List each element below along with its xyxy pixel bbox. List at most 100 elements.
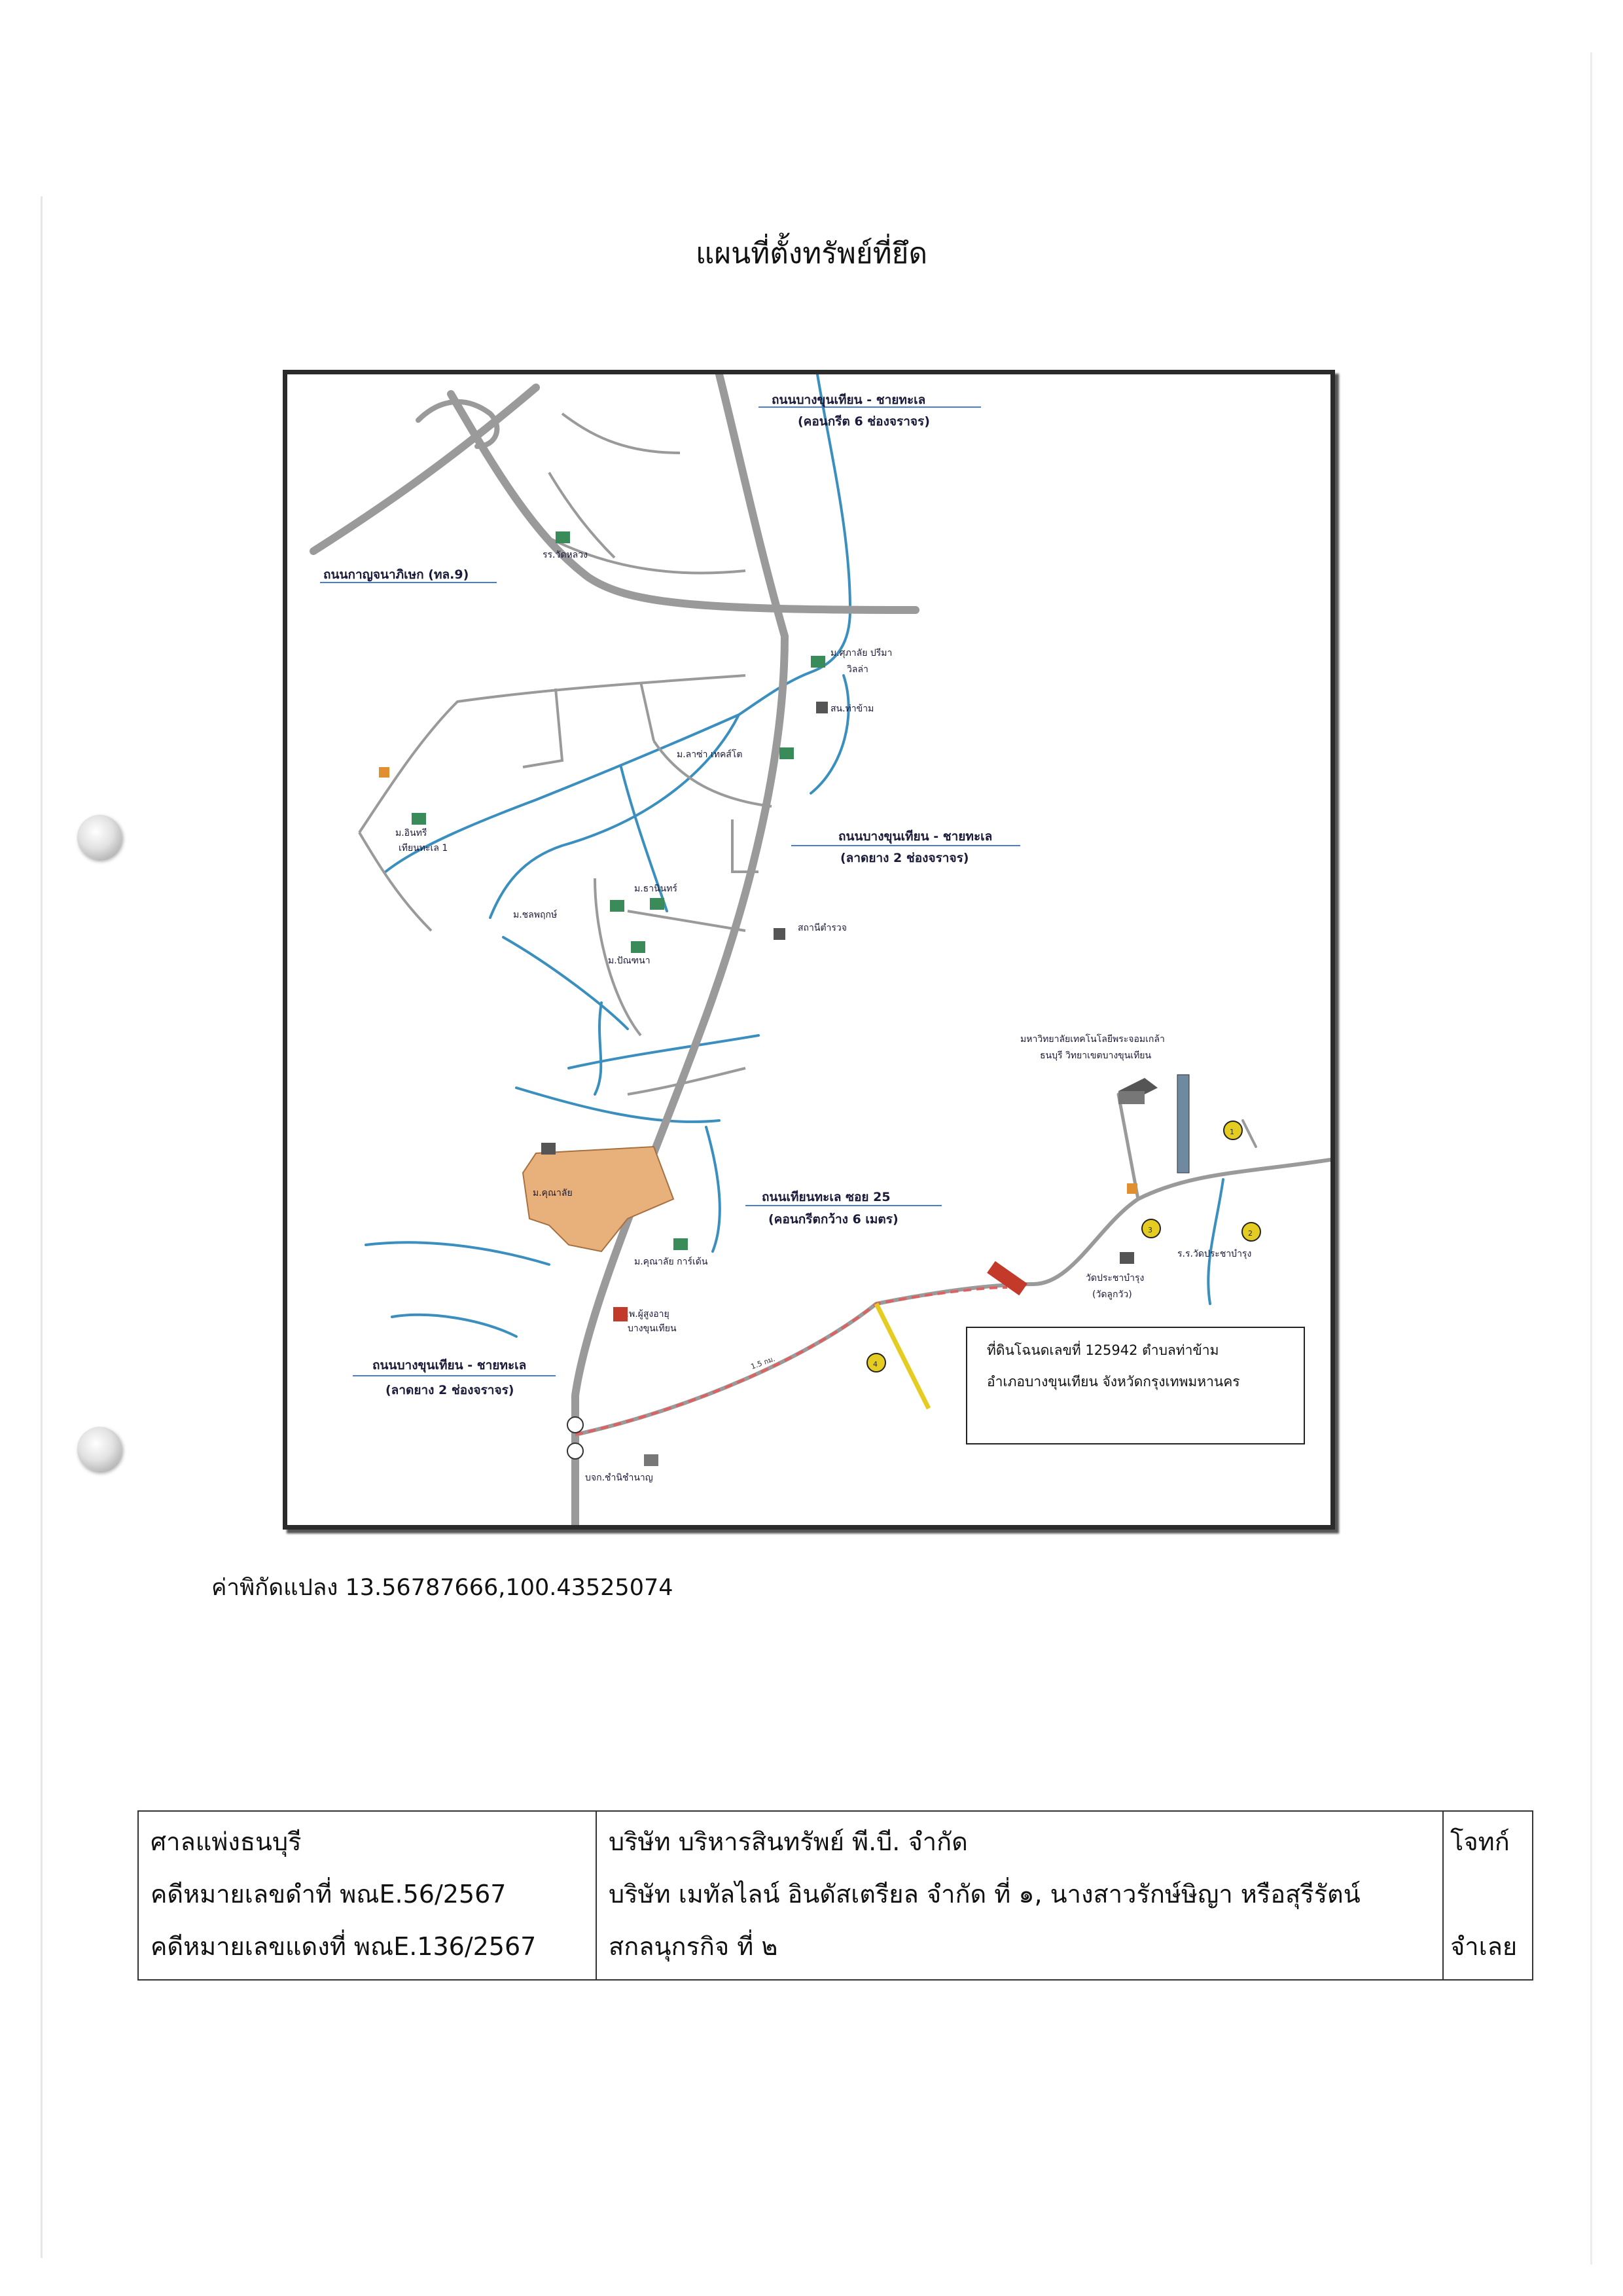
- waterways: [365, 374, 1224, 1338]
- court-name: ศาลแพ่งธนบุรี: [151, 1827, 302, 1856]
- label-road-soi25-type: (คอนกรีตกว้าง 6 เมตร): [768, 1212, 899, 1227]
- canal-branch-4: [502, 936, 629, 1030]
- location-map: 1.5 กม. ถนนบางขุนเทียน - ชายทะเล (คอนกรี…: [283, 370, 1335, 1530]
- label-thanin: ม.ธานินทร์: [634, 883, 677, 894]
- temple-icon: [1120, 1252, 1134, 1264]
- canal-branch-1: [489, 713, 740, 919]
- defendant-line-1: บริษัท เมทัลไลน์ อินดัสเตรียล จำกัด ที่ …: [609, 1880, 1361, 1909]
- marker-4: [866, 1353, 886, 1372]
- label-panthana: ม.ปัณฑนา: [608, 956, 651, 966]
- river-main: [384, 374, 852, 873]
- canal-east: [1207, 1178, 1224, 1305]
- marker-3: [1141, 1219, 1161, 1238]
- government-icon: [816, 702, 828, 713]
- road-soi-9: [627, 1067, 746, 1096]
- svg-text:1: 1: [1230, 1128, 1234, 1136]
- canal-branch-6: [567, 1034, 760, 1069]
- property-location-marker: [987, 1261, 1027, 1296]
- property-info-line2: อำเภอบางขุนเทียน จังหวัดกรุงเทพมหานคร: [987, 1374, 1240, 1390]
- canal-branch-5: [594, 1001, 603, 1096]
- numbered-markers: 1 2 3 4: [866, 1121, 1261, 1372]
- canal-branch-10: [391, 1313, 518, 1338]
- kmutt-tower: [1177, 1074, 1190, 1174]
- road-soi-2: [358, 831, 433, 932]
- label-police-station: สน.ท่าข้าม: [830, 704, 874, 714]
- label-elderly-hospital-2: บางขุนเทียน: [628, 1323, 677, 1334]
- case-info-table: ศาลแพ่งธนบุรี คดีหมายเลขดำที่ พณE.56/256…: [137, 1810, 1533, 1981]
- parties-cell: บริษัท บริหารสินทรัพย์ พี.บี. จำกัด บริษ…: [596, 1810, 1444, 1981]
- marker-2: [1241, 1222, 1261, 1242]
- road-east-spur: [1241, 1119, 1257, 1148]
- canal-branch-9: [365, 1241, 550, 1266]
- label-kmutt-2: ธนบุรี วิทยาเขตบางขุนเทียน: [1040, 1050, 1152, 1061]
- label-institute: สถานีตำรวจ: [798, 923, 847, 933]
- store-icon: [1127, 1183, 1137, 1194]
- place-icons: [379, 531, 1137, 1466]
- road-kmutt-access: [1116, 1092, 1140, 1201]
- label-insee: ม.อินทรี: [395, 828, 427, 838]
- route-path: [575, 1286, 1008, 1436]
- hospital-icon: [613, 1307, 628, 1321]
- label-chamni: บจก.ชำนิชำนาญ: [585, 1473, 653, 1483]
- svg-text:4: 4: [873, 1360, 878, 1369]
- canal-branch-7: [515, 1086, 721, 1123]
- road-bangkhunthian-main: [571, 374, 789, 1525]
- housing-icon: [610, 900, 624, 912]
- housing-icon: [811, 656, 825, 668]
- school-icon: [556, 531, 570, 543]
- label-road-north: ถนนบางขุนเทียน - ชายทะเล: [772, 393, 925, 408]
- label-road-soi25: ถนนเทียนทะเล ซอย 25: [762, 1190, 891, 1204]
- kunalai-estate-area: [522, 1145, 675, 1253]
- label-school-wat: รร.วัดหลวง: [543, 550, 588, 560]
- punch-hole-bottom: [77, 1427, 122, 1471]
- housing-icon: [412, 813, 426, 825]
- label-supalai: ม.ศุภาลัย ปรีมา: [830, 648, 892, 658]
- property-info-line1: ที่ดินโฉนดเลขที่ 125942 ตำบลท่าข้าม: [987, 1342, 1219, 1358]
- label-wat-lukwua: (วัดลูกวัว): [1092, 1289, 1132, 1300]
- road-soi-10: [548, 471, 616, 559]
- road-kanchanaphisek-east: [447, 390, 919, 614]
- yellow-lane: [874, 1302, 931, 1410]
- housing-icon: [631, 941, 645, 953]
- minor-roads: [358, 412, 772, 1096]
- label-thianthale1: เทียนทะเล 1: [399, 843, 448, 853]
- marker-1: [1223, 1121, 1243, 1140]
- housing-icon: [650, 898, 664, 910]
- canal-branch-8: [705, 1126, 721, 1253]
- road-soi-1: [358, 674, 746, 834]
- property-info-box: ที่ดินโฉนดเลขที่ 125942 ตำบลท่าข้าม อำเภ…: [966, 1327, 1305, 1444]
- kmutt-building-icon: [1118, 1078, 1158, 1104]
- road-soi-7: [627, 910, 746, 932]
- defendant-line-2: สกลนุกรกิจ ที่ ๒: [609, 1932, 778, 1961]
- svg-text:3: 3: [1148, 1226, 1152, 1234]
- label-wat-pracha: วัดประชาบำรุง: [1086, 1273, 1144, 1283]
- label-road-south-type: (ลาดยาง 2 ช่องจราจร): [385, 1383, 514, 1397]
- court-case-cell: ศาลแพ่งธนบุรี คดีหมายเลขดำที่ พณE.56/256…: [137, 1810, 597, 1981]
- black-case-number: คดีหมายเลขดำที่ พณE.56/2567: [151, 1880, 507, 1909]
- road-route-markers: [567, 1416, 584, 1460]
- road-soi-12: [548, 537, 746, 575]
- canal-branch-2: [810, 674, 850, 795]
- roles-cell: โจทก์ จำเลย: [1442, 1810, 1533, 1981]
- housing-icon: [673, 1238, 688, 1250]
- label-wat-school: ร.ร.วัดประชาบำรุง: [1177, 1249, 1251, 1259]
- road-kanchanaphisek-west: [310, 384, 540, 555]
- road-labels: ถนนบางขุนเทียน - ชายทะเล (คอนกรีต 6 ช่อง…: [320, 393, 1020, 1397]
- red-case-number: คดีหมายเลขแดงที่ พณE.136/2567: [151, 1932, 537, 1961]
- road-soi-8: [594, 878, 642, 1037]
- road-soi-5: [652, 740, 772, 808]
- plaintiff-role: โจทก์: [1450, 1827, 1510, 1856]
- label-kmutt: มหาวิทยาลัยเทคโนโลยีพระจอมเกล้า: [1020, 1033, 1165, 1045]
- label-road-middle-type: (ลาดยาง 2 ช่องจราจร): [840, 851, 969, 865]
- svg-text:2: 2: [1248, 1229, 1253, 1238]
- canal-branch-3: [620, 766, 668, 912]
- label-chonphruek: ม.ชลพฤกษ์: [513, 909, 558, 920]
- label-kunalai: ม.คุณาลัย: [533, 1188, 573, 1198]
- label-road-middle: ถนนบางขุนเทียน - ชายทะเล: [838, 829, 992, 844]
- factory-icon: [644, 1454, 658, 1466]
- label-elderly-hospital: ร.พ.ผู้สูงอายุ: [621, 1309, 669, 1319]
- label-kunalai-garden: ม.คุณาลัย การ์เด้น: [634, 1256, 708, 1267]
- label-road-south: ถนนบางขุนเทียน - ชายทะเล: [372, 1358, 526, 1373]
- place-labels: รร.วัดหลวง ม.ศุภาลัย ปรีมา วิลล่า สน.ท่า…: [395, 550, 1251, 1483]
- school-icon: [541, 1143, 556, 1155]
